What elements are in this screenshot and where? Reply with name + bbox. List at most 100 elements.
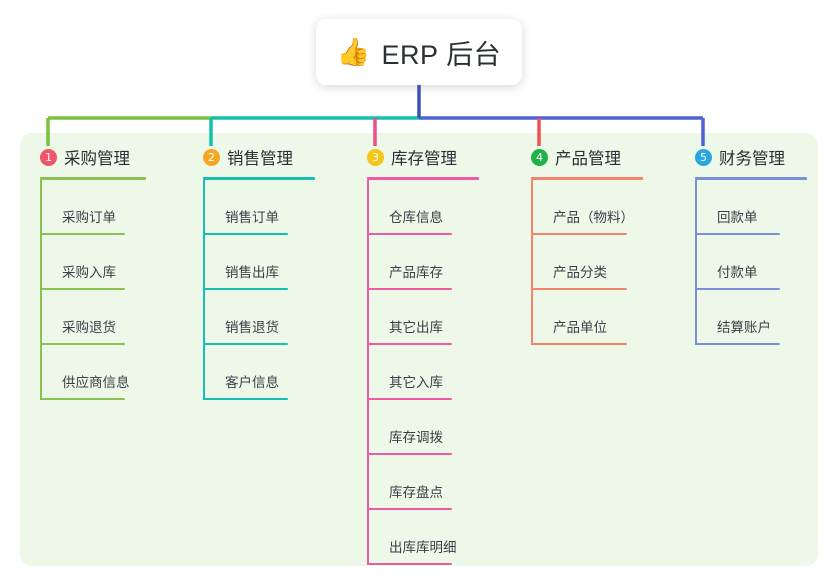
branch-item-label: 销售退货 (225, 320, 279, 335)
branch-item[interactable]: 仓库信息 (367, 180, 479, 235)
root-node-card[interactable]: 👍 ERP 后台 (316, 19, 522, 85)
branch-item[interactable]: 销售退货 (203, 290, 315, 345)
branch-item-label: 产品分类 (553, 265, 607, 280)
branch-item[interactable]: 客户信息 (203, 345, 315, 400)
branch-column-5: 5 财务管理回款单付款单结算账户 (695, 145, 807, 345)
branch-item[interactable]: 销售出库 (203, 235, 315, 290)
branch-header-underline (531, 177, 643, 180)
branch-column-1: 1 采购管理采购订单采购入库采购退货供应商信息 (40, 145, 146, 400)
branch-title: 库存管理 (391, 150, 457, 168)
branch-item-label: 销售订单 (225, 210, 279, 225)
branch-item-label: 付款单 (717, 265, 758, 280)
branch-item[interactable]: 库存盘点 (367, 455, 479, 510)
branch-column-2: 2 销售管理销售订单销售出库销售退货客户信息 (203, 145, 315, 400)
branch-header-underline (40, 177, 146, 180)
branch-header-underline (203, 177, 315, 180)
branch-item[interactable]: 采购退货 (40, 290, 146, 345)
branch-item-underline (695, 233, 780, 235)
branch-item-label: 采购订单 (62, 210, 116, 225)
branch-item[interactable]: 销售订单 (203, 180, 315, 235)
branch-item-label: 回款单 (717, 210, 758, 225)
branch-spine-line (531, 180, 533, 345)
branch-panel-background (20, 133, 818, 566)
branch-item[interactable]: 产品分类 (531, 235, 643, 290)
branch-item-label: 销售出库 (225, 265, 279, 280)
branch-header-5[interactable]: 5 财务管理 (695, 145, 807, 169)
branch-number-badge: 1 (40, 148, 57, 166)
branch-item-underline (531, 288, 627, 290)
branch-item-underline (531, 233, 627, 235)
branch-spine-line (203, 180, 205, 400)
branch-item-underline (367, 233, 452, 235)
branch-item[interactable]: 其它入库 (367, 345, 479, 400)
branch-item[interactable]: 产品单位 (531, 290, 643, 345)
branch-item-label: 结算账户 (717, 320, 771, 335)
branch-item[interactable]: 供应商信息 (40, 345, 146, 400)
branch-item-underline (40, 288, 125, 290)
branch-item-underline (40, 233, 125, 235)
branch-item-underline (367, 508, 452, 510)
branch-item-underline (367, 288, 452, 290)
branch-item-underline (695, 288, 780, 290)
branch-item-underline (203, 398, 288, 400)
branch-item-list: 产品（物料） 产品分类产品单位 (531, 180, 643, 345)
branch-item[interactable]: 产品库存 (367, 235, 479, 290)
branch-spine-line (695, 180, 697, 345)
branch-title: 销售管理 (227, 150, 293, 168)
branch-item-label: 库存盘点 (389, 485, 443, 500)
branch-header-underline (367, 177, 479, 180)
branch-item-underline (40, 398, 125, 400)
branch-item[interactable]: 库存调拨 (367, 400, 479, 455)
branch-number-badge: 4 (531, 148, 548, 166)
branch-item-label: 采购退货 (62, 320, 116, 335)
branch-item[interactable]: 产品（物料） (531, 180, 643, 235)
branch-header-4[interactable]: 4 产品管理 (531, 145, 643, 169)
branch-item[interactable]: 付款单 (695, 235, 807, 290)
root-node-title: ERP 后台 (381, 39, 502, 70)
branch-item[interactable]: 出库库明细 (367, 510, 479, 565)
branch-item-label: 供应商信息 (62, 375, 130, 390)
branch-item[interactable]: 采购入库 (40, 235, 146, 290)
branch-item[interactable]: 采购订单 (40, 180, 146, 235)
branch-item-list: 仓库信息产品库存其它出库其它入库库存调拨库存盘点出库库明细 (367, 180, 479, 565)
branch-number-badge: 3 (367, 148, 384, 166)
branch-header-1[interactable]: 1 采购管理 (40, 145, 146, 169)
thumbs-up-icon: 👍 (336, 36, 371, 67)
branch-item-underline (40, 343, 125, 345)
branch-item-label: 产品单位 (553, 320, 607, 335)
branch-spine-line (40, 180, 42, 400)
branch-item[interactable]: 结算账户 (695, 290, 807, 345)
branch-item-underline (367, 398, 452, 400)
branch-item-label: 库存调拨 (389, 430, 443, 445)
branch-item-label: 产品（物料） (553, 210, 634, 225)
branch-column-4: 4 产品管理产品（物料） 产品分类产品单位 (531, 145, 643, 345)
branch-item-label: 客户信息 (225, 375, 279, 390)
branch-number-badge: 2 (203, 148, 220, 166)
branch-item-underline (367, 563, 452, 565)
branch-item-label: 仓库信息 (389, 210, 443, 225)
branch-item-list: 销售订单销售出库销售退货客户信息 (203, 180, 315, 400)
branch-item-underline (203, 233, 288, 235)
branch-item-underline (695, 343, 780, 345)
branch-item-label: 产品库存 (389, 265, 443, 280)
branch-item[interactable]: 其它出库 (367, 290, 479, 345)
branch-item-label: 采购入库 (62, 265, 116, 280)
branch-title: 采购管理 (64, 150, 130, 168)
branch-header-2[interactable]: 2 销售管理 (203, 145, 315, 169)
branch-item-underline (367, 453, 452, 455)
branch-item-underline (367, 343, 452, 345)
branch-item-label: 其它入库 (389, 375, 443, 390)
branch-title: 财务管理 (719, 150, 785, 168)
branch-item-list: 回款单付款单结算账户 (695, 180, 807, 345)
branch-number-badge: 5 (695, 148, 712, 166)
root-node-content: 👍 ERP 后台 (337, 33, 501, 72)
branch-item-underline (203, 343, 288, 345)
branch-header-3[interactable]: 3 库存管理 (367, 145, 479, 169)
branch-item[interactable]: 回款单 (695, 180, 807, 235)
branch-item-underline (203, 288, 288, 290)
branch-item-underline (531, 343, 627, 345)
branch-column-3: 3 库存管理仓库信息产品库存其它出库其它入库库存调拨库存盘点出库库明细 (367, 145, 479, 565)
connector-lines (46, 85, 705, 146)
branch-title: 产品管理 (555, 150, 621, 168)
